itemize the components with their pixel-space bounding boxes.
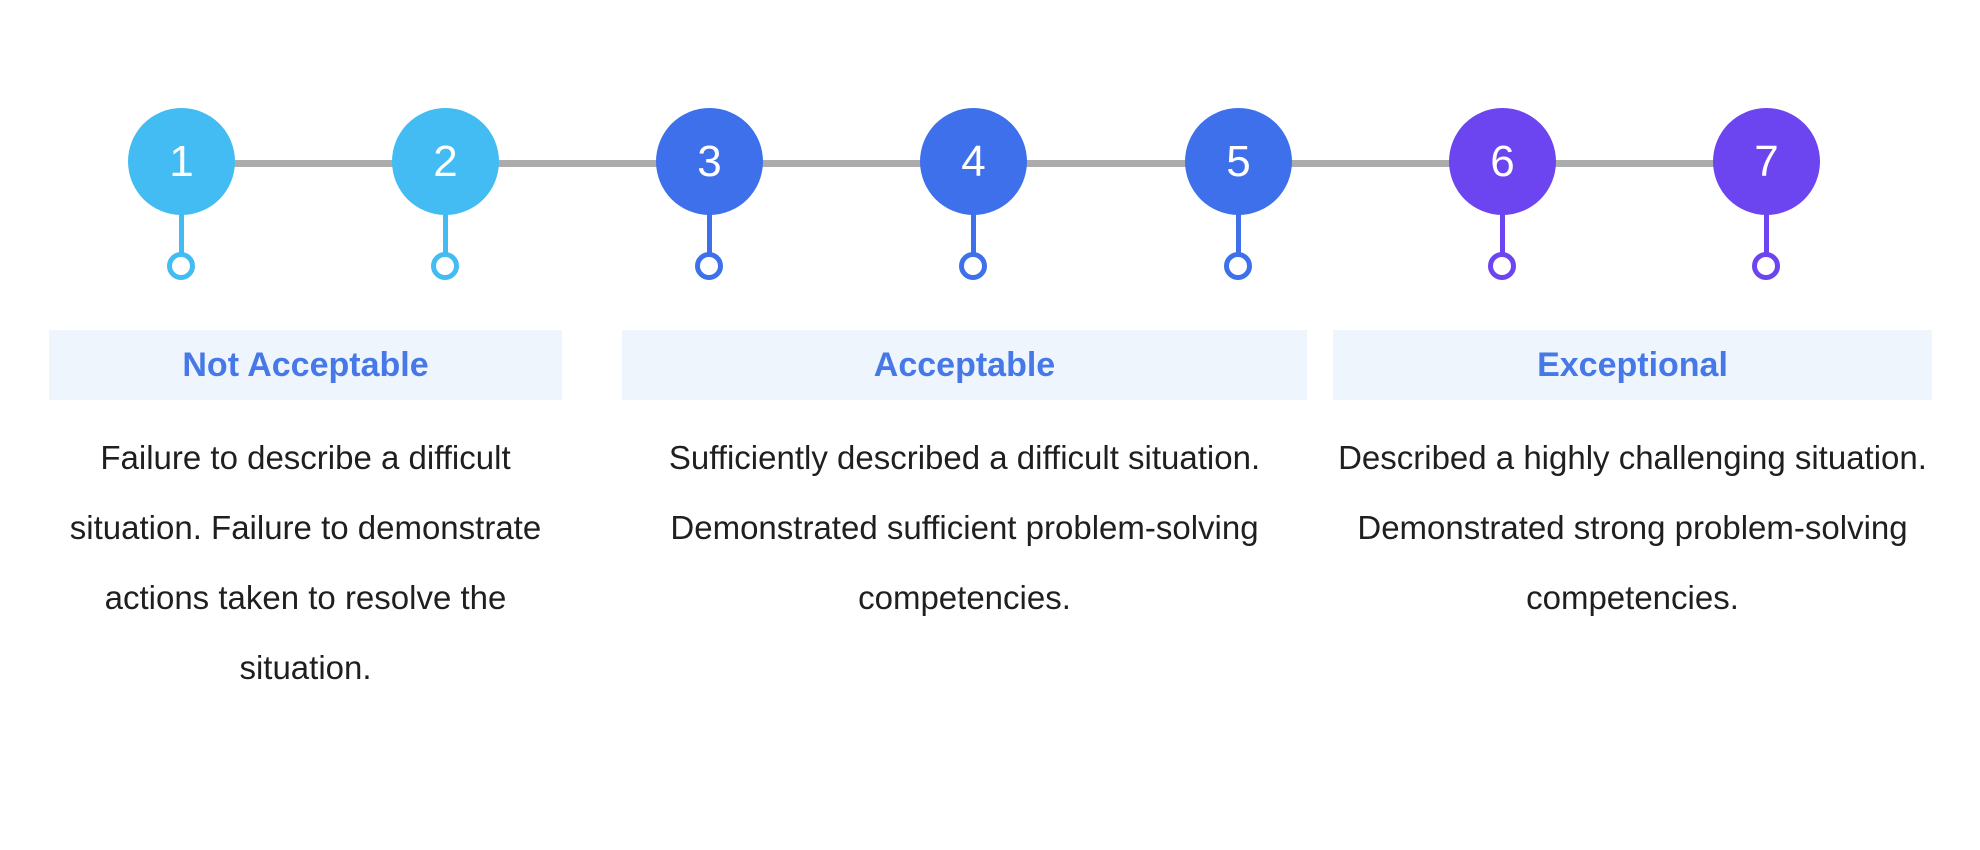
- scale-point-7-marker-icon: [1752, 252, 1780, 280]
- category-label-acceptable: Acceptable: [622, 330, 1307, 400]
- scale-point-6-stem: [1500, 214, 1505, 254]
- scale-point-7-button[interactable]: 7: [1713, 108, 1820, 215]
- category-description-acceptable: Sufficiently described a difficult situa…: [668, 439, 1261, 616]
- scale-point-4-marker-icon: [959, 252, 987, 280]
- scale-point-5-button[interactable]: 5: [1185, 108, 1292, 215]
- scale-point-6-button[interactable]: 6: [1449, 108, 1556, 215]
- category-label-exceptional: Exceptional: [1333, 330, 1932, 400]
- category-label-not-acceptable: Not Acceptable: [49, 330, 562, 400]
- scale-point-3-marker-icon: [695, 252, 723, 280]
- scale-point-5-marker-icon: [1224, 252, 1252, 280]
- scale-point-2-stem: [443, 214, 448, 254]
- category-description-not-acceptable: Failure to describe a difficult situatio…: [69, 439, 542, 686]
- scale-point-3-button[interactable]: 3: [656, 108, 763, 215]
- scale-point-3-stem: [707, 214, 712, 254]
- scale-point-6-marker-icon: [1488, 252, 1516, 280]
- scale-point-2-marker-icon: [431, 252, 459, 280]
- scale-point-7-stem: [1764, 214, 1769, 254]
- scale-point-4-stem: [971, 214, 976, 254]
- scale-point-1-button[interactable]: 1: [128, 108, 235, 215]
- category-description-exceptional: Described a highly challenging situation…: [1338, 439, 1927, 616]
- scale-point-2-button[interactable]: 2: [392, 108, 499, 215]
- scale-point-5-stem: [1236, 214, 1241, 254]
- scale-point-4-button[interactable]: 4: [920, 108, 1027, 215]
- scale-point-1-stem: [179, 214, 184, 254]
- scale-point-1-marker-icon: [167, 252, 195, 280]
